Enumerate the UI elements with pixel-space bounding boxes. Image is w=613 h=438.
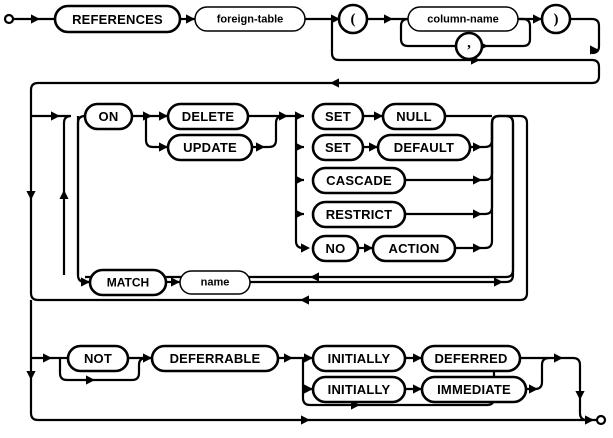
- arrow-icon: [284, 353, 293, 363]
- arrow-icon: [330, 78, 339, 88]
- arrow-icon: [171, 277, 180, 287]
- arrow-icon: [413, 353, 422, 363]
- arrow-icon: [304, 384, 313, 394]
- node-immediate-label: IMMEDIATE: [437, 382, 511, 397]
- rail-branch-to-update: [144, 116, 168, 149]
- arrow-icon: [159, 111, 168, 121]
- arrow-icon: [364, 243, 373, 253]
- rail-update-merge: [252, 114, 284, 149]
- rail-row1-to-row2: [29, 58, 601, 103]
- arrow-icon: [31, 14, 40, 24]
- arrow-icon: [43, 353, 52, 363]
- rail-distributor-to-match: [76, 116, 90, 284]
- arrow-icon: [81, 277, 90, 287]
- rail-restrict-to-collector: [405, 114, 500, 216]
- node-initially1-label: INITIALLY: [328, 351, 391, 366]
- arrow-icon: [554, 353, 563, 363]
- arrow-icon: [51, 111, 60, 121]
- node-update-label: UPDATE: [183, 140, 237, 155]
- node-delete-label: DELETE: [182, 109, 235, 124]
- node-initially2-label: INITIALLY: [328, 382, 391, 397]
- arrow-icon: [143, 111, 152, 121]
- arrow-icon: [529, 384, 538, 394]
- node-action-label: ACTION: [388, 241, 439, 256]
- node-references-label: REFERENCES: [72, 12, 163, 27]
- node-deferrable-label: DEFERRABLE: [170, 351, 261, 366]
- arrow-icon: [301, 415, 310, 425]
- rail-bypass-not: [58, 356, 147, 382]
- arrow-icon: [310, 272, 319, 282]
- arrow-icon: [143, 353, 152, 363]
- node-not-label: NOT: [84, 351, 112, 366]
- rail-action-to-collector: [455, 114, 500, 250]
- arrow-icon: [473, 175, 482, 185]
- arrow-icon: [26, 371, 36, 380]
- arrow-icon: [301, 243, 310, 253]
- node-null-label: NULL: [396, 109, 431, 124]
- rail-bypass-column-list: [330, 19, 592, 62]
- node-cascade-label: CASCADE: [326, 173, 392, 188]
- rail-section2-loopback-outer: [38, 114, 529, 302]
- rail-section2-repeat-up: [62, 114, 72, 275]
- rail-immediate-to-merge: [526, 356, 550, 391]
- node-default-label: DEFAULT: [394, 140, 454, 155]
- arrow-icon: [295, 142, 304, 152]
- arrow-icon: [533, 14, 542, 24]
- node-no-label: NO: [326, 241, 346, 256]
- rail-default-to-collector: [470, 114, 500, 149]
- rail-rparen-to-right-rail: [570, 17, 601, 55]
- node-name-label: name: [201, 277, 230, 289]
- node-deferred-label: DEFERRED: [434, 351, 507, 366]
- arrow-icon: [26, 191, 36, 200]
- node-rparen-label: ): [554, 12, 559, 28]
- arrow-icon: [374, 111, 383, 121]
- arrow-icon: [86, 375, 95, 385]
- node-on-label: ON: [99, 109, 119, 124]
- node-foreign-table-label: foreign-table: [217, 14, 284, 26]
- rail-name-to-collector: [250, 114, 515, 284]
- arrow-icon: [279, 111, 288, 121]
- arrow-icon: [384, 14, 393, 24]
- node-comma-label: ,: [467, 35, 471, 51]
- rail-comma-loop-left: [399, 17, 456, 48]
- start-marker: [3, 13, 15, 25]
- arrow-icon: [186, 14, 195, 24]
- arrow-icon: [473, 209, 482, 219]
- node-column-name-label: column-name: [427, 14, 499, 26]
- arrow-icon: [256, 142, 265, 152]
- arrow-icon: [304, 353, 313, 363]
- rail-merge-to-end: [566, 356, 596, 422]
- arrow-icon: [295, 209, 304, 219]
- node-restrict-label: RESTRICT: [326, 207, 393, 222]
- arrow-icon: [575, 391, 585, 400]
- arrow-icon: [473, 142, 482, 152]
- node-match-label: MATCH: [107, 276, 149, 290]
- rail-section3-bypass: [29, 300, 592, 422]
- arrow-icon: [473, 243, 482, 253]
- arrow-icon: [59, 190, 69, 199]
- arrow-icon: [159, 142, 168, 152]
- rail-section2-left-bypass: [29, 103, 39, 302]
- node-set1-label: SET: [325, 109, 351, 124]
- arrow-icon: [300, 295, 309, 305]
- arrow-icon: [369, 142, 378, 152]
- arrow-icon: [295, 175, 304, 185]
- arrow-icon: [413, 384, 422, 394]
- arrow-icon: [585, 415, 594, 425]
- node-lparen-label: (: [351, 12, 356, 28]
- end-marker: [595, 414, 607, 426]
- arrow-icon: [494, 277, 503, 287]
- node-set2-label: SET: [325, 140, 351, 155]
